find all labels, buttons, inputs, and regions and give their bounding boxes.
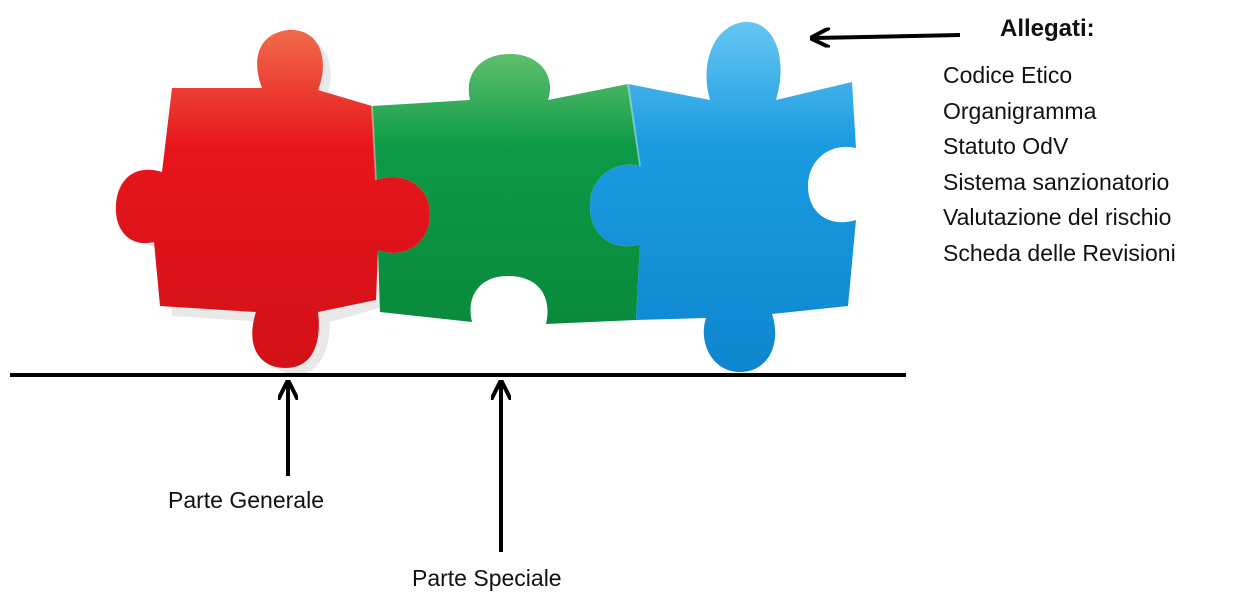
- list-item: Sistema sanzionatorio: [943, 168, 1170, 195]
- list-item: Valutazione del rischio: [943, 204, 1172, 230]
- attachments-list: Codice Etico Organigramma Statuto OdV Si…: [943, 58, 1176, 271]
- blue-puzzle-piece: [590, 21, 856, 373]
- list-item: Scheda delle Revisioni: [943, 239, 1176, 266]
- green-puzzle-piece: [372, 54, 640, 324]
- label-parte-generale: Parte Generale: [168, 487, 324, 513]
- red-puzzle-piece: [115, 29, 430, 368]
- attachments-title: Allegati:: [1000, 15, 1095, 42]
- list-item: Statuto OdV: [943, 133, 1069, 159]
- label-parte-speciale: Parte Speciale: [412, 565, 562, 591]
- arrow-allegati: [814, 35, 961, 38]
- list-item: Organigramma: [943, 97, 1097, 124]
- list-item: Codice Etico: [943, 62, 1073, 88]
